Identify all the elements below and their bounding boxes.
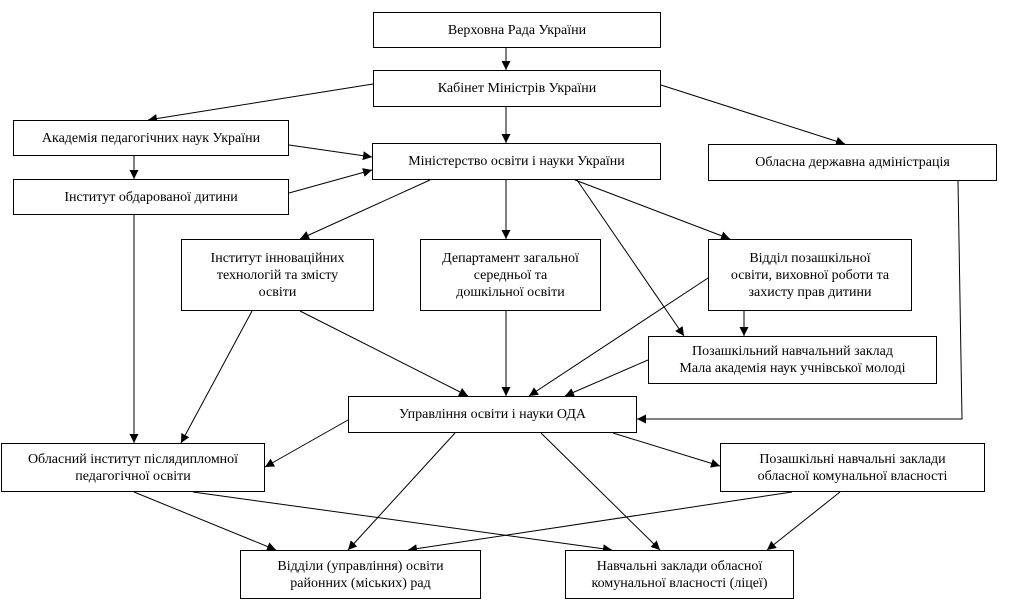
- node-ministerstvo-osvity: Міністерство освіти і науки України: [372, 143, 661, 180]
- arrow-upravlinnia-osvity-oda-to-pozashkilni-zaklady-komunalni: [612, 432, 721, 468]
- arrow-upravlinnia-osvity-oda-to-viddily-raionnykh-rad: [347, 432, 456, 551]
- node-pozashkilni-zaklady-komunalni: Позашкільні навчальні заклади обласної к…: [720, 443, 985, 492]
- arrow-ministerstvo-osvity-to-viddil-pozashkilnoi-osvity: [574, 179, 731, 241]
- node-verkhovna-rada: Верховна Рада України: [373, 12, 661, 48]
- arrow-oblasnyi-instytut-pisliadyplomnoi-to-navchalni-zaklady-litsei: [192, 491, 613, 554]
- node-instytut-innovatsiinykh-tekhnolohii: Інститут інноваційних технологій та зміс…: [181, 239, 374, 311]
- arrow-instytut-innovatsiinykh-tekhnolohii-to-oblasnyi-instytut-pisliadyplomnoi: [180, 310, 253, 444]
- arrow-kabinet-ministriv-to-oblasna-administratsiia: [660, 84, 846, 146]
- node-instytut-obdarovanoi-dytyny: Інститут обдарованої дитини: [13, 179, 289, 215]
- arrow-upravlinnia-osvity-oda-to-navchalni-zaklady-litsei: [540, 432, 661, 551]
- arrow-ministerstvo-osvity-to-mala-akademiia-nauk: [576, 179, 685, 337]
- node-viddil-pozashkilnoi-osvity: Відділ позашкільної освіти, виховної роб…: [708, 239, 912, 311]
- arrow-ministerstvo-osvity-to-instytut-innovatsiinykh-tekhnolohii: [299, 179, 431, 240]
- arrow-pozashkilni-zaklady-komunalni-to-navchalni-zaklady-litsei: [766, 491, 841, 551]
- node-oblasnyi-instytut-pisliadyplomnoi: Обласний інститут післядипломної педагог…: [1, 443, 265, 492]
- node-upravlinnia-osvity-oda: Управління освіти і науки ОДА: [348, 396, 637, 433]
- arrow-akademiia-ped-nauk-to-ministerstvo-osvity: [288, 144, 373, 161]
- node-akademiia-ped-nauk: Академія педагогічних наук України: [13, 120, 289, 156]
- node-navchalni-zaklady-litsei: Навчальні заклади обласної комунальної в…: [565, 550, 794, 599]
- node-viddily-raionnykh-rad: Відділи (управління) освіти районних (мі…: [240, 550, 481, 599]
- arrow-kabinet-ministriv-to-akademiia-ped-nauk: [147, 83, 374, 124]
- arrow-upravlinnia-osvity-oda-to-oblasnyi-instytut-pisliadyplomnoi: [264, 419, 349, 468]
- node-kabinet-ministriv: Кабінет Міністрів України: [373, 70, 661, 107]
- arrow-oblasnyi-instytut-pisliadyplomnoi-to-viddily-raionnykh-rad: [133, 491, 277, 551]
- node-departament-zahalnoi-osvity: Департамент загальної середньої та дошкі…: [420, 239, 601, 311]
- arrow-pozashkilni-zaklady-komunalni-to-viddily-raionnykh-rad: [407, 491, 793, 554]
- arrow-mala-akademiia-nauk-to-upravlinnia-osvity-oda: [564, 359, 649, 397]
- arrow-instytut-obdarovanoi-dytyny-to-ministerstvo-osvity: [288, 168, 373, 194]
- arrow-instytut-innovatsiinykh-tekhnolohii-to-upravlinnia-osvity-oda: [299, 310, 469, 397]
- arrow-viddil-pozashkilnoi-osvity-to-upravlinnia-osvity-oda: [528, 277, 709, 397]
- node-oblasna-administratsiia: Обласна державна адміністрація: [708, 144, 997, 181]
- node-mala-akademiia-nauk: Позашкільний навчальний заклад Мала акад…: [648, 336, 937, 384]
- arrow-oblasna-administratsiia-to-upravlinnia-osvity-oda: [637, 180, 963, 424]
